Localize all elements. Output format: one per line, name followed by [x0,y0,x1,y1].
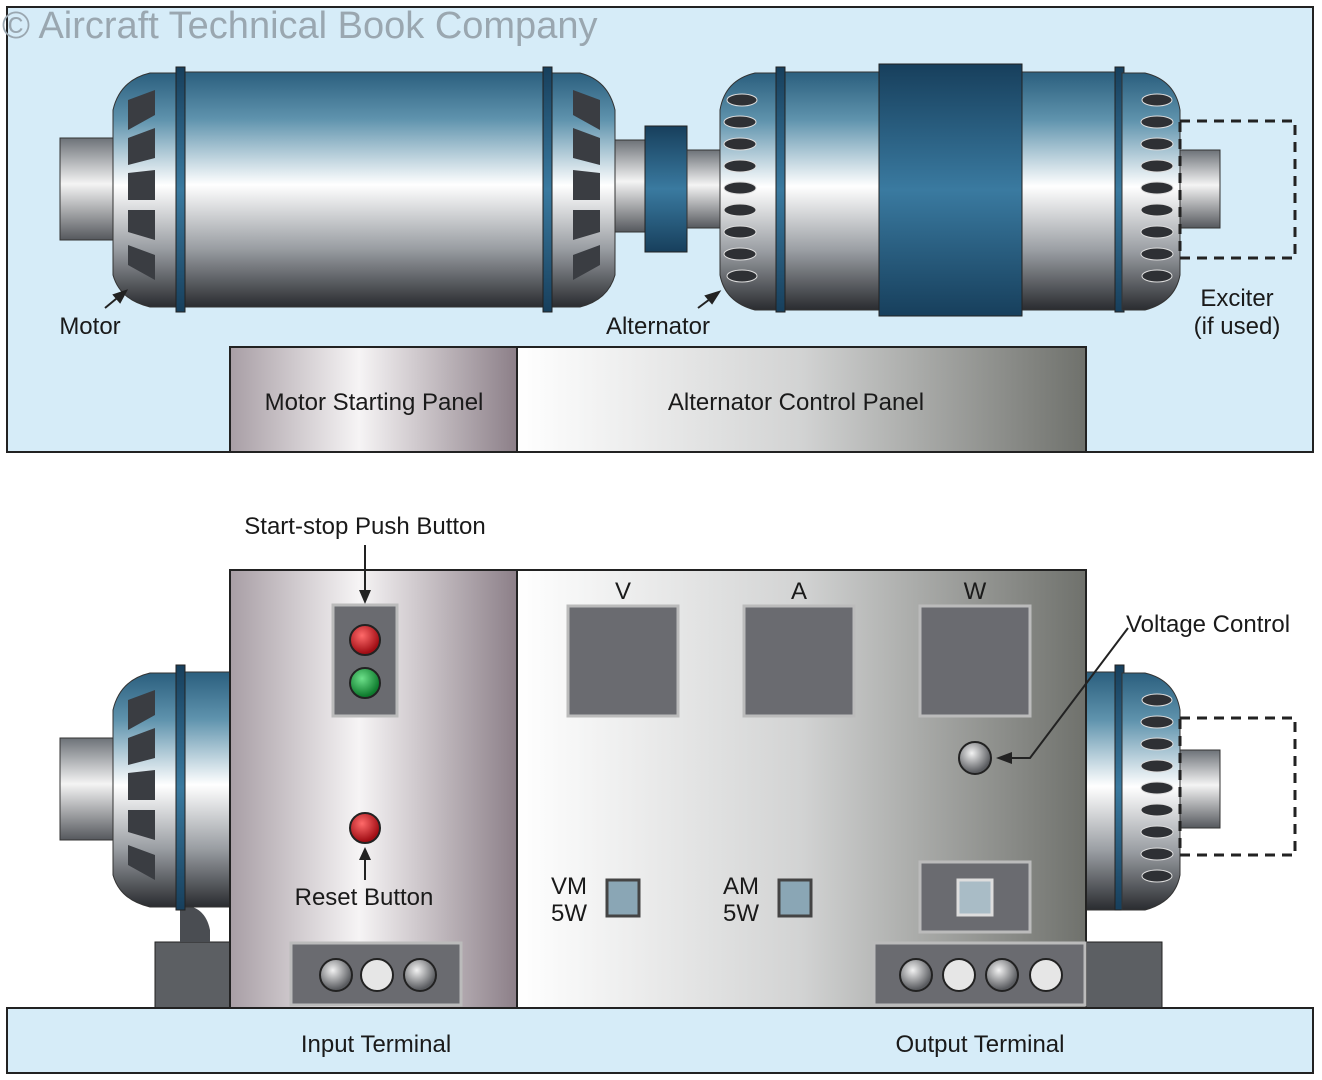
meter-w-label: W [964,578,987,605]
motor [59,66,616,313]
coupling [644,125,688,253]
vm-label: VM [551,873,587,900]
alternator-label: Alternator [606,313,710,340]
vm-5w-label: 5W [551,900,587,927]
exciter-outline [1178,119,1297,260]
motor-label: Motor [59,313,120,340]
am-switch[interactable] [777,878,813,918]
vm-switch[interactable] [605,878,641,918]
input-terminal-label: Input Terminal [301,1031,451,1058]
am-5w-label: 5W [723,900,759,927]
exciter-if-used-label: (if used) [1194,313,1281,340]
meter-v-label: V [615,578,631,605]
base-bar [6,1007,1314,1074]
motor-shaft-left [59,137,121,241]
motor-starting-panel-top [229,346,518,453]
stop-button[interactable] [349,624,381,656]
reset-label: Reset Button [295,884,434,911]
coupling-shaft [614,139,648,233]
output-terminal-label: Output Terminal [896,1031,1065,1058]
output-terminal [872,941,1087,1007]
start-stop-label: Start-stop Push Button [244,513,485,540]
front-motor [59,664,236,1009]
input-terminal [289,941,463,1007]
watermark: © Aircraft Technical Book Company [2,5,597,47]
start-stop-housing [331,603,399,718]
front-exciter [1083,664,1297,1009]
alternator-panel-label: Alternator Control Panel [668,389,924,416]
motor-body [179,71,551,308]
alternator-control-panel-top [516,346,1087,453]
meter-v: V [566,578,680,718]
main-switch[interactable] [956,878,994,917]
meter-a: A [742,578,856,718]
reset-button[interactable] [349,812,381,844]
start-button[interactable] [349,667,381,699]
alternator [719,63,1221,317]
alternator-vents-left [723,93,758,283]
motor-panel-label: Motor Starting Panel [265,389,484,416]
am-label: AM [723,873,759,900]
motor-vents-left [128,90,155,280]
alternator-stator-band [878,63,1023,317]
meter-w: W [918,578,1032,718]
exciter-label: Exciter [1200,285,1273,312]
leader-arrows [104,289,722,309]
voltage-control-label: Voltage Control [1126,611,1290,638]
voltage-control-knob[interactable] [958,741,992,775]
meter-a-label: A [791,578,807,605]
